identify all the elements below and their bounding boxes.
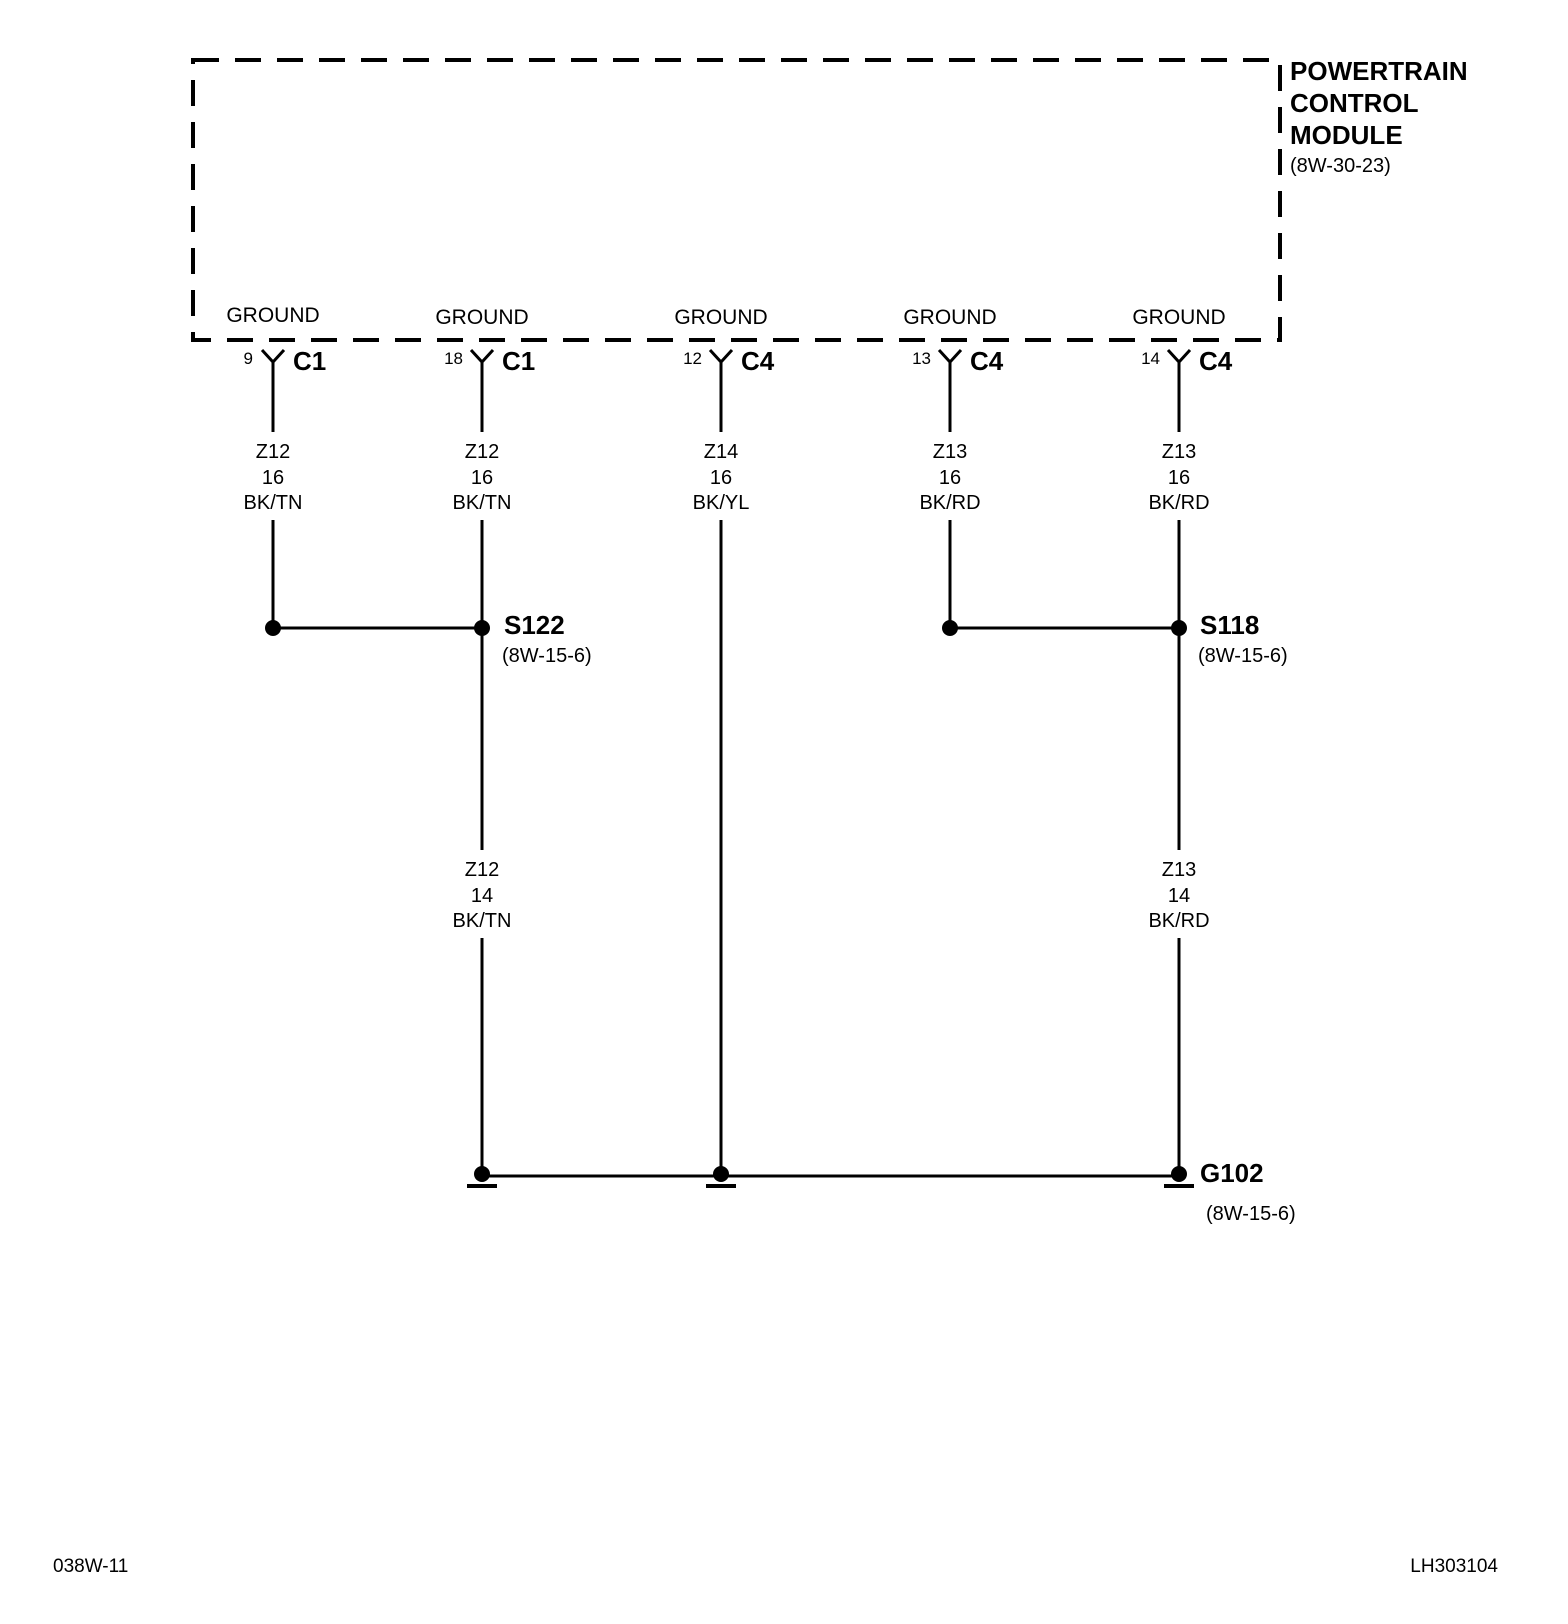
lower-wire-z13-color: BK/RD bbox=[1148, 910, 1209, 932]
lower-wire-z12-color: BK/TN bbox=[453, 910, 512, 932]
pin-label-3: GROUND bbox=[674, 306, 767, 329]
splice-s122-ref: (8W-15-6) bbox=[502, 645, 592, 667]
wire-1-gauge: 16 bbox=[262, 467, 284, 489]
lower-wire-z12-gauge: 14 bbox=[471, 885, 493, 907]
ground-symbol-2 bbox=[706, 1166, 736, 1188]
wire-3-circuit: Z14 bbox=[704, 441, 738, 463]
drawing-number: LH303104 bbox=[1410, 1556, 1498, 1577]
pin-label-5: GROUND bbox=[1132, 306, 1225, 329]
connector-pin-symbol-4 bbox=[937, 348, 963, 374]
module-name-line-3: MODULE bbox=[1290, 120, 1403, 150]
module-name-line-2: CONTROL bbox=[1290, 88, 1419, 118]
powertrain-control-module-box bbox=[191, 58, 1282, 342]
connector-pin-symbol-1 bbox=[260, 348, 286, 374]
wire-5-circuit: Z13 bbox=[1162, 441, 1196, 463]
wire-2-gauge: 16 bbox=[471, 467, 493, 489]
wire-1-color: BK/TN bbox=[244, 492, 303, 514]
splice-s118-name: S118 bbox=[1200, 610, 1259, 640]
ground-symbol-1 bbox=[467, 1166, 497, 1188]
wire-4-gauge: 16 bbox=[939, 467, 961, 489]
splice-s118-dot-left bbox=[942, 620, 958, 636]
pin-number-5: 14 bbox=[1141, 349, 1160, 368]
connector-name-5: C4 bbox=[1199, 346, 1233, 376]
ground-g102-name: G102 bbox=[1200, 1158, 1264, 1188]
pin-number-1: 9 bbox=[244, 349, 253, 368]
connector-pin-symbol-2 bbox=[469, 348, 495, 374]
wire-5-gauge: 16 bbox=[1168, 467, 1190, 489]
connector-name-4: C4 bbox=[970, 346, 1004, 376]
pin-label-2: GROUND bbox=[435, 306, 528, 329]
figure-code: 038W-11 bbox=[53, 1556, 128, 1577]
pin-label-1: GROUND bbox=[226, 304, 319, 327]
wire-5-color: BK/RD bbox=[1148, 492, 1209, 514]
splice-s122-name: S122 bbox=[504, 610, 565, 640]
ground-symbol-3 bbox=[1164, 1166, 1194, 1188]
module-reference: (8W-30-23) bbox=[1290, 155, 1391, 177]
pin-label-4: GROUND bbox=[903, 306, 996, 329]
connector-pin-symbol-5 bbox=[1166, 348, 1192, 374]
pin-number-3: 12 bbox=[683, 349, 702, 368]
wire-2-color: BK/TN bbox=[453, 492, 512, 514]
lower-wire-z13-circuit: Z13 bbox=[1162, 859, 1196, 881]
wire-3-gauge: 16 bbox=[710, 467, 732, 489]
ground-g102-ref: (8W-15-6) bbox=[1206, 1203, 1296, 1225]
connector-name-3: C4 bbox=[741, 346, 775, 376]
module-name-line-1: POWERTRAIN bbox=[1290, 56, 1468, 86]
pin-number-4: 13 bbox=[912, 349, 931, 368]
lower-wire-z12-circuit: Z12 bbox=[465, 859, 499, 881]
connector-name-1: C1 bbox=[293, 346, 326, 376]
splice-s118-ref: (8W-15-6) bbox=[1198, 645, 1288, 667]
lower-wire-z13-gauge: 14 bbox=[1168, 885, 1190, 907]
wire-3-color: BK/YL bbox=[693, 492, 750, 514]
connector-name-2: C1 bbox=[502, 346, 535, 376]
wire-4-circuit: Z13 bbox=[933, 441, 967, 463]
pin-number-2: 18 bbox=[444, 349, 463, 368]
connector-pin-symbol-3 bbox=[708, 348, 734, 374]
wire-4-color: BK/RD bbox=[919, 492, 980, 514]
wire-2-circuit: Z12 bbox=[465, 441, 499, 463]
splice-s122-dot-left bbox=[265, 620, 281, 636]
wire-1-circuit: Z12 bbox=[256, 441, 290, 463]
